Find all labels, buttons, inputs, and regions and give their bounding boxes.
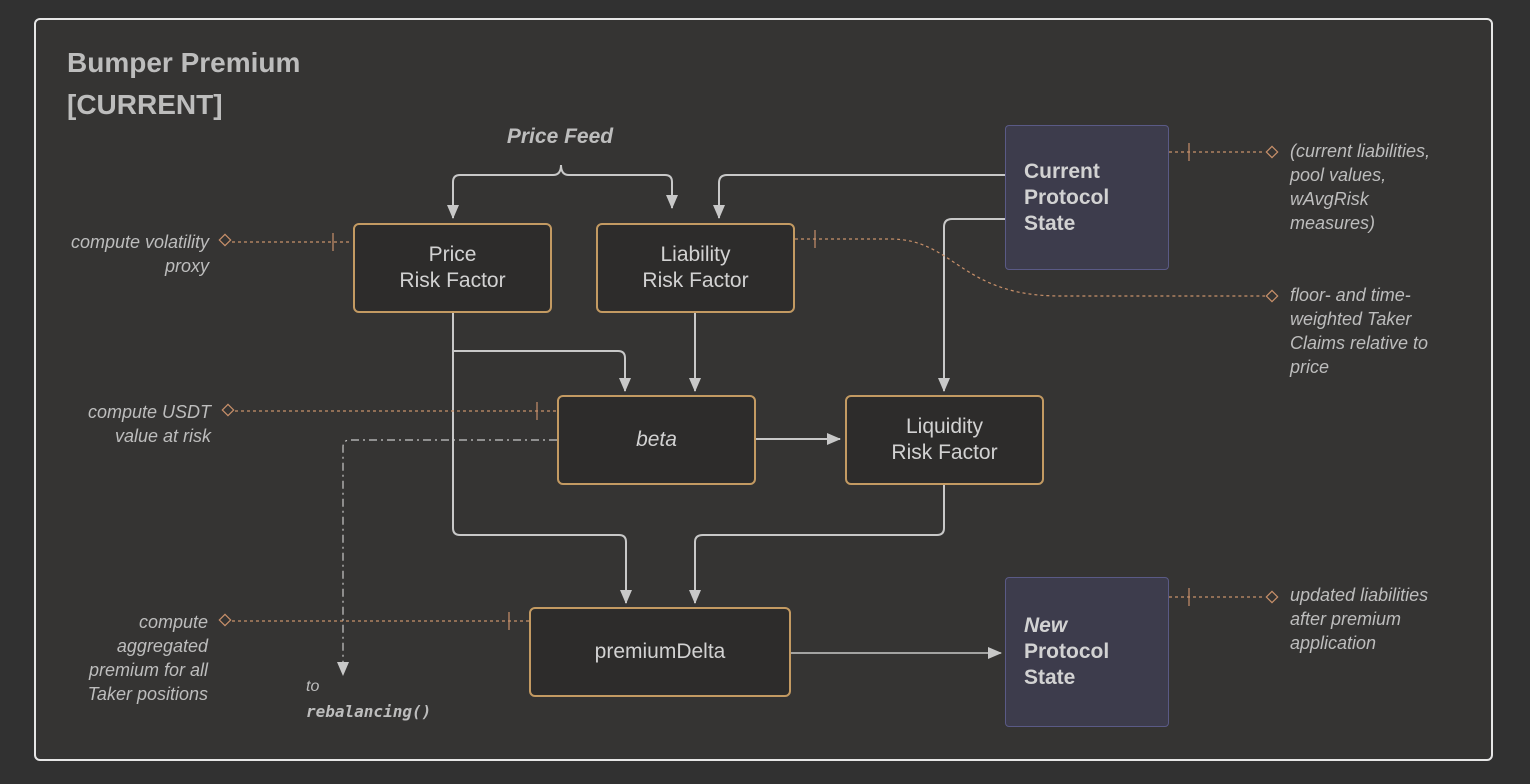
beta-to-rebalancing-line	[342, 439, 557, 662]
floor-time-note: floor- and time- weighted Taker Claims r…	[1290, 283, 1480, 379]
floor-time-annotation-line	[795, 238, 1265, 297]
aggregated-note-line-2: aggregated	[116, 636, 208, 656]
current-state-line-1: Current	[1024, 159, 1100, 183]
updated-note-line-1: updated liabilities	[1290, 585, 1429, 605]
liquidity-to-premium-arrow	[689, 485, 945, 604]
floor-time-note-line-3: Claims relative to	[1290, 333, 1429, 353]
updated-note-line-2: after premium	[1290, 609, 1402, 629]
title-line-1: Bumper Premium	[67, 47, 301, 78]
volatility-note-line-1: compute volatility	[70, 232, 209, 252]
current-liabilities-note-line-3: wAvgRisk	[1290, 189, 1369, 209]
liability-risk-line-1: Liability	[660, 243, 731, 266]
price-risk-to-premium-arrow	[452, 351, 632, 604]
current-liabilities-note-line-2: pool values,	[1290, 165, 1387, 185]
current-liabilities-annotation-diamond	[1265, 145, 1279, 159]
current-state-line-3: State	[1024, 211, 1076, 235]
updated-note-line-3: application	[1290, 633, 1377, 653]
new-state-line-2: Protocol	[1024, 640, 1110, 663]
liability-risk-factor-node: Liability Risk Factor	[596, 223, 795, 313]
price-risk-to-beta-arrow	[452, 313, 631, 392]
usdt-note-line-2: value at risk	[114, 426, 211, 446]
updated-note: updated liabilities after premium applic…	[1290, 583, 1480, 655]
current-protocol-state-node: Current Protocol State	[1005, 125, 1169, 270]
volatility-note: compute volatility proxy	[40, 230, 209, 278]
liquidity-risk-line-2: Risk Factor	[891, 441, 998, 464]
price-feed-brace	[452, 164, 678, 209]
rebalancing-to-label: to	[306, 678, 320, 695]
state-to-liquidity-arrow	[938, 218, 1005, 392]
usdt-note: compute USDT value at risk	[40, 400, 211, 448]
aggregated-note-line-1: compute	[138, 612, 208, 632]
volatility-note-line-2: proxy	[164, 256, 209, 276]
price-risk-line-1: Price	[428, 243, 477, 266]
current-liabilities-note-line-4: measures)	[1290, 213, 1376, 233]
price-feed-label: Price Feed	[506, 125, 614, 148]
diagram-title: Bumper Premium [CURRENT]	[67, 42, 387, 126]
volatility-annotation-diamond	[218, 233, 232, 247]
liquidity-risk-line-1: Liquidity	[905, 415, 984, 438]
premium-delta-node: premiumDelta	[529, 607, 791, 697]
beta-node: beta	[557, 395, 756, 485]
current-liabilities-note-line-1: (current liabilities,	[1290, 141, 1431, 161]
aggregated-note-line-3: premium for all	[88, 660, 208, 680]
liability-risk-line-2: Risk Factor	[642, 269, 749, 292]
premium-delta-label: premiumDelta	[594, 640, 726, 663]
new-state-line-3: State	[1024, 666, 1076, 689]
price-risk-line-2: Risk Factor	[399, 269, 506, 292]
beta-label: beta	[636, 428, 677, 451]
aggregated-note: compute aggregated premium for all Taker…	[40, 610, 208, 706]
aggregated-note-line-4: Taker positions	[87, 684, 208, 704]
current-liabilities-note: (current liabilities, pool values, wAvgR…	[1290, 139, 1480, 235]
new-state-line-1: New	[1024, 614, 1068, 637]
price-risk-factor-node: Price Risk Factor	[353, 223, 552, 313]
floor-time-note-line-4: price	[1290, 357, 1330, 377]
rebalancing-function-label: rebalancing()	[306, 702, 432, 721]
floor-time-note-line-2: weighted Taker	[1290, 309, 1412, 329]
rebalancing-arrowhead	[337, 662, 349, 676]
updated-annotation-diamond	[1265, 590, 1279, 604]
floor-time-note-line-1: floor- and time-	[1290, 285, 1411, 305]
usdt-annotation-diamond	[221, 403, 235, 417]
current-state-line-2: Protocol	[1024, 185, 1110, 209]
title-line-2: [CURRENT]	[67, 89, 223, 120]
floor-time-annotation-diamond	[1265, 289, 1279, 303]
new-protocol-state-node: New Protocol State	[1005, 577, 1169, 727]
liquidity-risk-factor-node: Liquidity Risk Factor	[845, 395, 1044, 485]
aggregated-annotation-diamond	[218, 613, 232, 627]
usdt-note-line-1: compute USDT	[87, 402, 211, 422]
state-to-liability-arrow	[713, 174, 1005, 219]
